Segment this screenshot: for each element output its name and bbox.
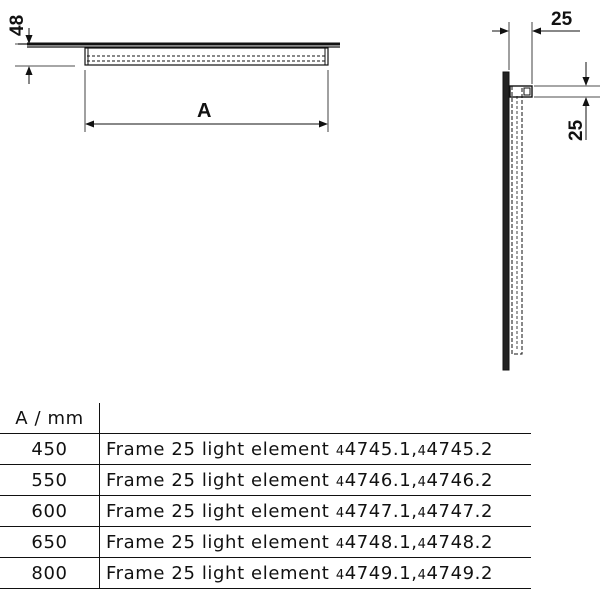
row-art-numbers-2: 4748.2 <box>426 531 494 553</box>
row-art-prefix: 4 <box>335 474 345 490</box>
row-description: Frame 25 light element 44746.1,44746.2 <box>99 464 531 496</box>
row-art-numbers-2: 4746.2 <box>426 469 494 491</box>
table-header-desc <box>99 403 531 434</box>
row-art-numbers-2: 4745.2 <box>426 438 494 460</box>
row-art-prefix-2: 4 <box>417 443 427 459</box>
row-art-numbers-2: 4749.2 <box>426 562 494 584</box>
row-description: Frame 25 light element 44745.1,44745.2 <box>99 433 531 465</box>
row-art-prefix: 4 <box>335 567 345 583</box>
mirror-glass-side <box>502 71 510 371</box>
table-row: 650 Frame 25 light element 44748.1,44748… <box>0 526 531 558</box>
table-row: 600 Frame 25 light element 44747.1,44747… <box>0 495 531 527</box>
row-art-numbers: 4746.1, <box>344 469 418 491</box>
row-art-numbers-2: 4747.2 <box>426 500 494 522</box>
row-description: Frame 25 light element 44748.1,44748.2 <box>99 526 531 558</box>
row-size: 550 <box>0 464 100 496</box>
row-art-prefix: 4 <box>335 536 345 552</box>
row-art-numbers: 4748.1, <box>344 531 418 553</box>
row-art-numbers: 4749.1, <box>344 562 418 584</box>
row-art-prefix: 4 <box>335 505 345 521</box>
dim-25-vertical-label: 25 <box>566 119 587 141</box>
row-description: Frame 25 light element 44747.1,44747.2 <box>99 495 531 527</box>
row-art-prefix-2: 4 <box>417 536 427 552</box>
row-size: 450 <box>0 433 100 465</box>
dim-48-label: 48 <box>7 15 28 36</box>
dim-25-horizontal-label: 25 <box>551 9 573 30</box>
spec-table: A / mm 450 Frame 25 light element 44745.… <box>0 403 531 589</box>
table-header-size: A / mm <box>0 403 100 434</box>
row-art-prefix-2: 4 <box>417 567 427 583</box>
profile-box <box>509 85 533 98</box>
row-art-numbers: 4747.1, <box>344 500 418 522</box>
row-art-prefix-2: 4 <box>417 474 427 490</box>
row-desc-text: Frame 25 light element <box>106 438 330 460</box>
table-header-row: A / mm <box>0 403 531 434</box>
side-view <box>492 22 600 371</box>
row-desc-text: Frame 25 light element <box>106 500 330 522</box>
table-row: 800 Frame 25 light element 44749.1,44749… <box>0 557 531 589</box>
table-row: 550 Frame 25 light element 44746.1,44746… <box>0 464 531 496</box>
technical-drawing: 48 A 25 25 <box>7 9 600 371</box>
row-desc-text: Frame 25 light element <box>106 562 330 584</box>
row-size: 800 <box>0 557 100 589</box>
dim-a-label: A <box>197 100 211 122</box>
row-size: 650 <box>0 526 100 558</box>
row-art-numbers: 4745.1, <box>344 438 418 460</box>
row-description: Frame 25 light element 44749.1,44749.2 <box>99 557 531 589</box>
light-element-outline <box>84 47 329 66</box>
profile-box-inner <box>523 87 531 96</box>
row-desc-text: Frame 25 light element <box>106 469 330 491</box>
row-art-prefix: 4 <box>335 443 345 459</box>
row-size: 600 <box>0 495 100 527</box>
row-art-prefix-2: 4 <box>417 505 427 521</box>
front-view <box>15 28 340 132</box>
table-row: 450 Frame 25 light element 44745.1,44745… <box>0 433 531 465</box>
row-desc-text: Frame 25 light element <box>106 531 330 553</box>
light-element-side <box>511 85 523 355</box>
